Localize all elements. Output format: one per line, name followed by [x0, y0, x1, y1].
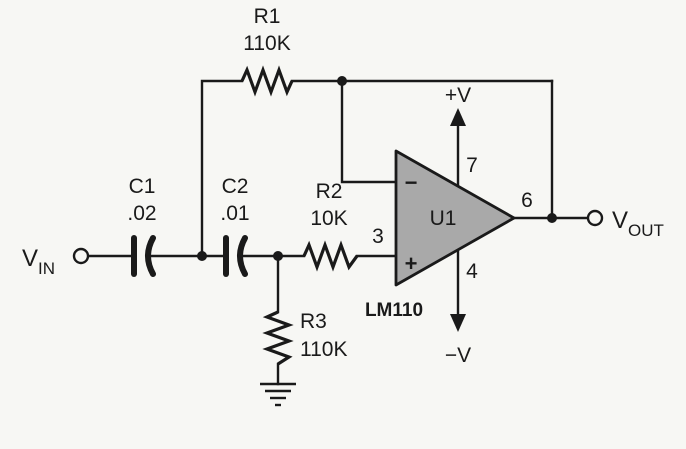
- inverting-sign: −: [405, 170, 418, 195]
- ground-icon: [260, 382, 296, 407]
- resistor-r3-icon: [262, 310, 294, 366]
- pin-3-label: 3: [372, 225, 384, 248]
- wires: [86, 79, 590, 386]
- vout-label: VOUT: [612, 207, 664, 240]
- c1-name-label: C1: [129, 175, 156, 198]
- wire-c1-node-r1: [200, 79, 244, 258]
- r2-value-label: 10K: [310, 207, 347, 230]
- wire-feedback-inv: [340, 79, 398, 184]
- u1-label: U1: [430, 207, 457, 230]
- r2-name-label: R2: [316, 180, 343, 203]
- capacitor-c2-icon: [223, 235, 248, 277]
- vin-label: VIN: [22, 245, 55, 278]
- r3-value-label: 110K: [300, 338, 348, 361]
- junction-dot: [197, 251, 207, 261]
- pin-7-label: 7: [466, 154, 478, 177]
- resistor-r2-icon: [302, 240, 359, 272]
- junction-dot: [547, 213, 557, 223]
- vplus-label: +V: [445, 84, 471, 107]
- resistor-r1-icon: [240, 65, 294, 97]
- c1-value-label: .02: [127, 202, 156, 225]
- vminus-arrow-icon: [450, 314, 466, 332]
- c2-name-label: C2: [222, 175, 249, 198]
- pin-6-label: 6: [521, 189, 533, 212]
- input-terminal-icon: [72, 247, 90, 265]
- vminus-label: −V: [445, 344, 471, 367]
- output-terminal-icon: [586, 209, 604, 227]
- capacitor-c1-icon: [131, 235, 156, 277]
- pin-4-label: 4: [466, 260, 478, 283]
- c2-value-label: .01: [220, 202, 249, 225]
- opamp-triangle-icon: [394, 149, 516, 287]
- junction-dot: [337, 76, 347, 86]
- noninverting-sign: +: [405, 251, 418, 276]
- r1-name-label: R1: [254, 5, 281, 28]
- u1-part-label: LM110: [365, 300, 423, 321]
- vplus-arrow-icon: [450, 108, 466, 126]
- r3-name-label: R3: [300, 310, 327, 333]
- r1-value-label: 110K: [243, 32, 291, 55]
- junction-dot: [273, 251, 283, 261]
